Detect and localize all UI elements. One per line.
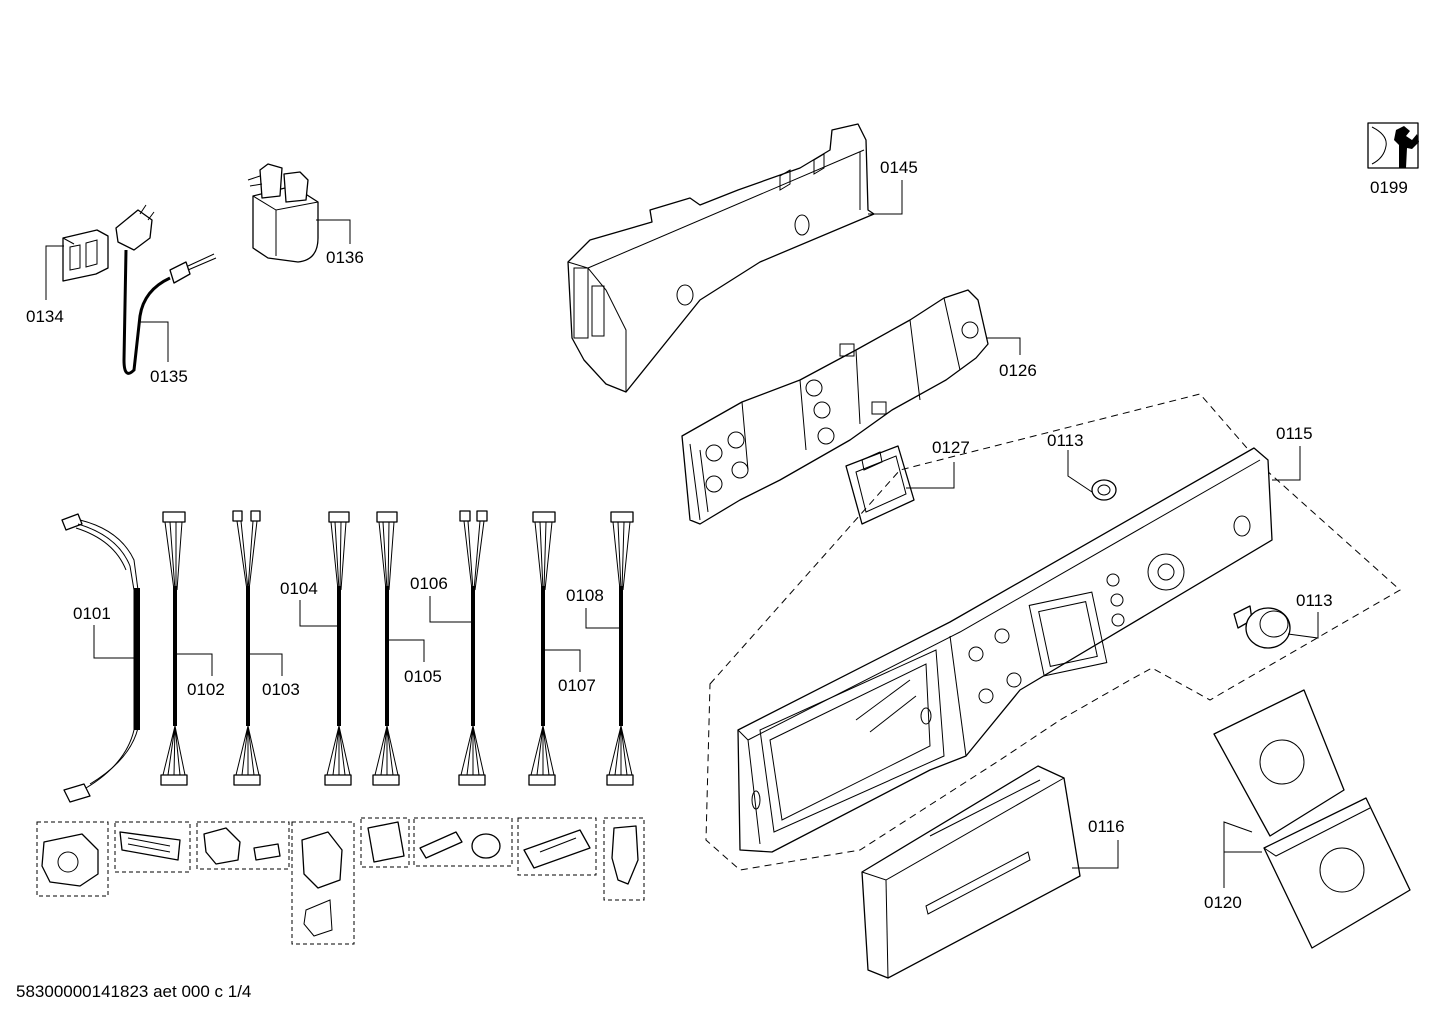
selector-knob-part <box>1233 605 1291 649</box>
wire-harness-0108 <box>606 511 634 786</box>
label-0126: 0126 <box>999 361 1037 380</box>
wire-harness-0101 <box>61 513 140 803</box>
label-0135: 0135 <box>150 367 188 386</box>
label-0116: 0116 <box>1088 817 1125 836</box>
label-0134: 0134 <box>26 307 64 326</box>
label-0102: 0102 <box>187 680 225 699</box>
mains-cable-part <box>115 204 217 375</box>
assembly-outline <box>705 393 1401 871</box>
button-springs <box>705 321 979 493</box>
label-0199: 0199 <box>1370 178 1408 197</box>
label-0127: 0127 <box>932 438 970 457</box>
label-0113-knob: 0113 <box>1296 591 1333 610</box>
wire-harness-0103 <box>232 510 261 786</box>
dispenser-handle-part <box>861 765 1081 979</box>
control-board-part <box>681 289 989 525</box>
button-part <box>1091 479 1117 501</box>
drawing-reference-footer: 58300000141823 aet 000 c 1/4 <box>16 982 251 1001</box>
leader-lines <box>45 180 1319 888</box>
label-0145: 0145 <box>880 158 918 177</box>
wire-harness-0102 <box>160 511 188 786</box>
label-0104: 0104 <box>280 579 318 598</box>
wire-harness-0105 <box>372 511 400 786</box>
label-0106: 0106 <box>410 574 448 593</box>
label-0120: 0120 <box>1204 893 1242 912</box>
interference-filter-part <box>247 163 319 263</box>
label-0115: 0115 <box>1276 424 1313 443</box>
label-0103: 0103 <box>262 680 300 699</box>
cover-panel-part <box>1213 689 1411 949</box>
wire-harness-0104 <box>324 511 352 786</box>
control-fascia-part <box>737 447 1273 853</box>
cable-clip-part <box>62 229 109 282</box>
wrench-icon <box>1367 122 1419 169</box>
label-0101: 0101 <box>73 604 111 623</box>
label-0108: 0108 <box>566 586 604 605</box>
label-0107: 0107 <box>558 676 596 695</box>
display-part <box>845 445 915 525</box>
reference-components <box>36 817 645 945</box>
module-housing-part <box>567 123 875 393</box>
wire-harness-0106 <box>458 510 488 786</box>
label-0105: 0105 <box>404 667 442 686</box>
label-0113-button: 0113 <box>1047 431 1084 450</box>
part-labels: 0134 0135 0136 0145 0199 0126 0127 0113 … <box>26 158 1408 912</box>
label-0136: 0136 <box>326 248 364 267</box>
wire-harness-0107 <box>528 511 556 786</box>
